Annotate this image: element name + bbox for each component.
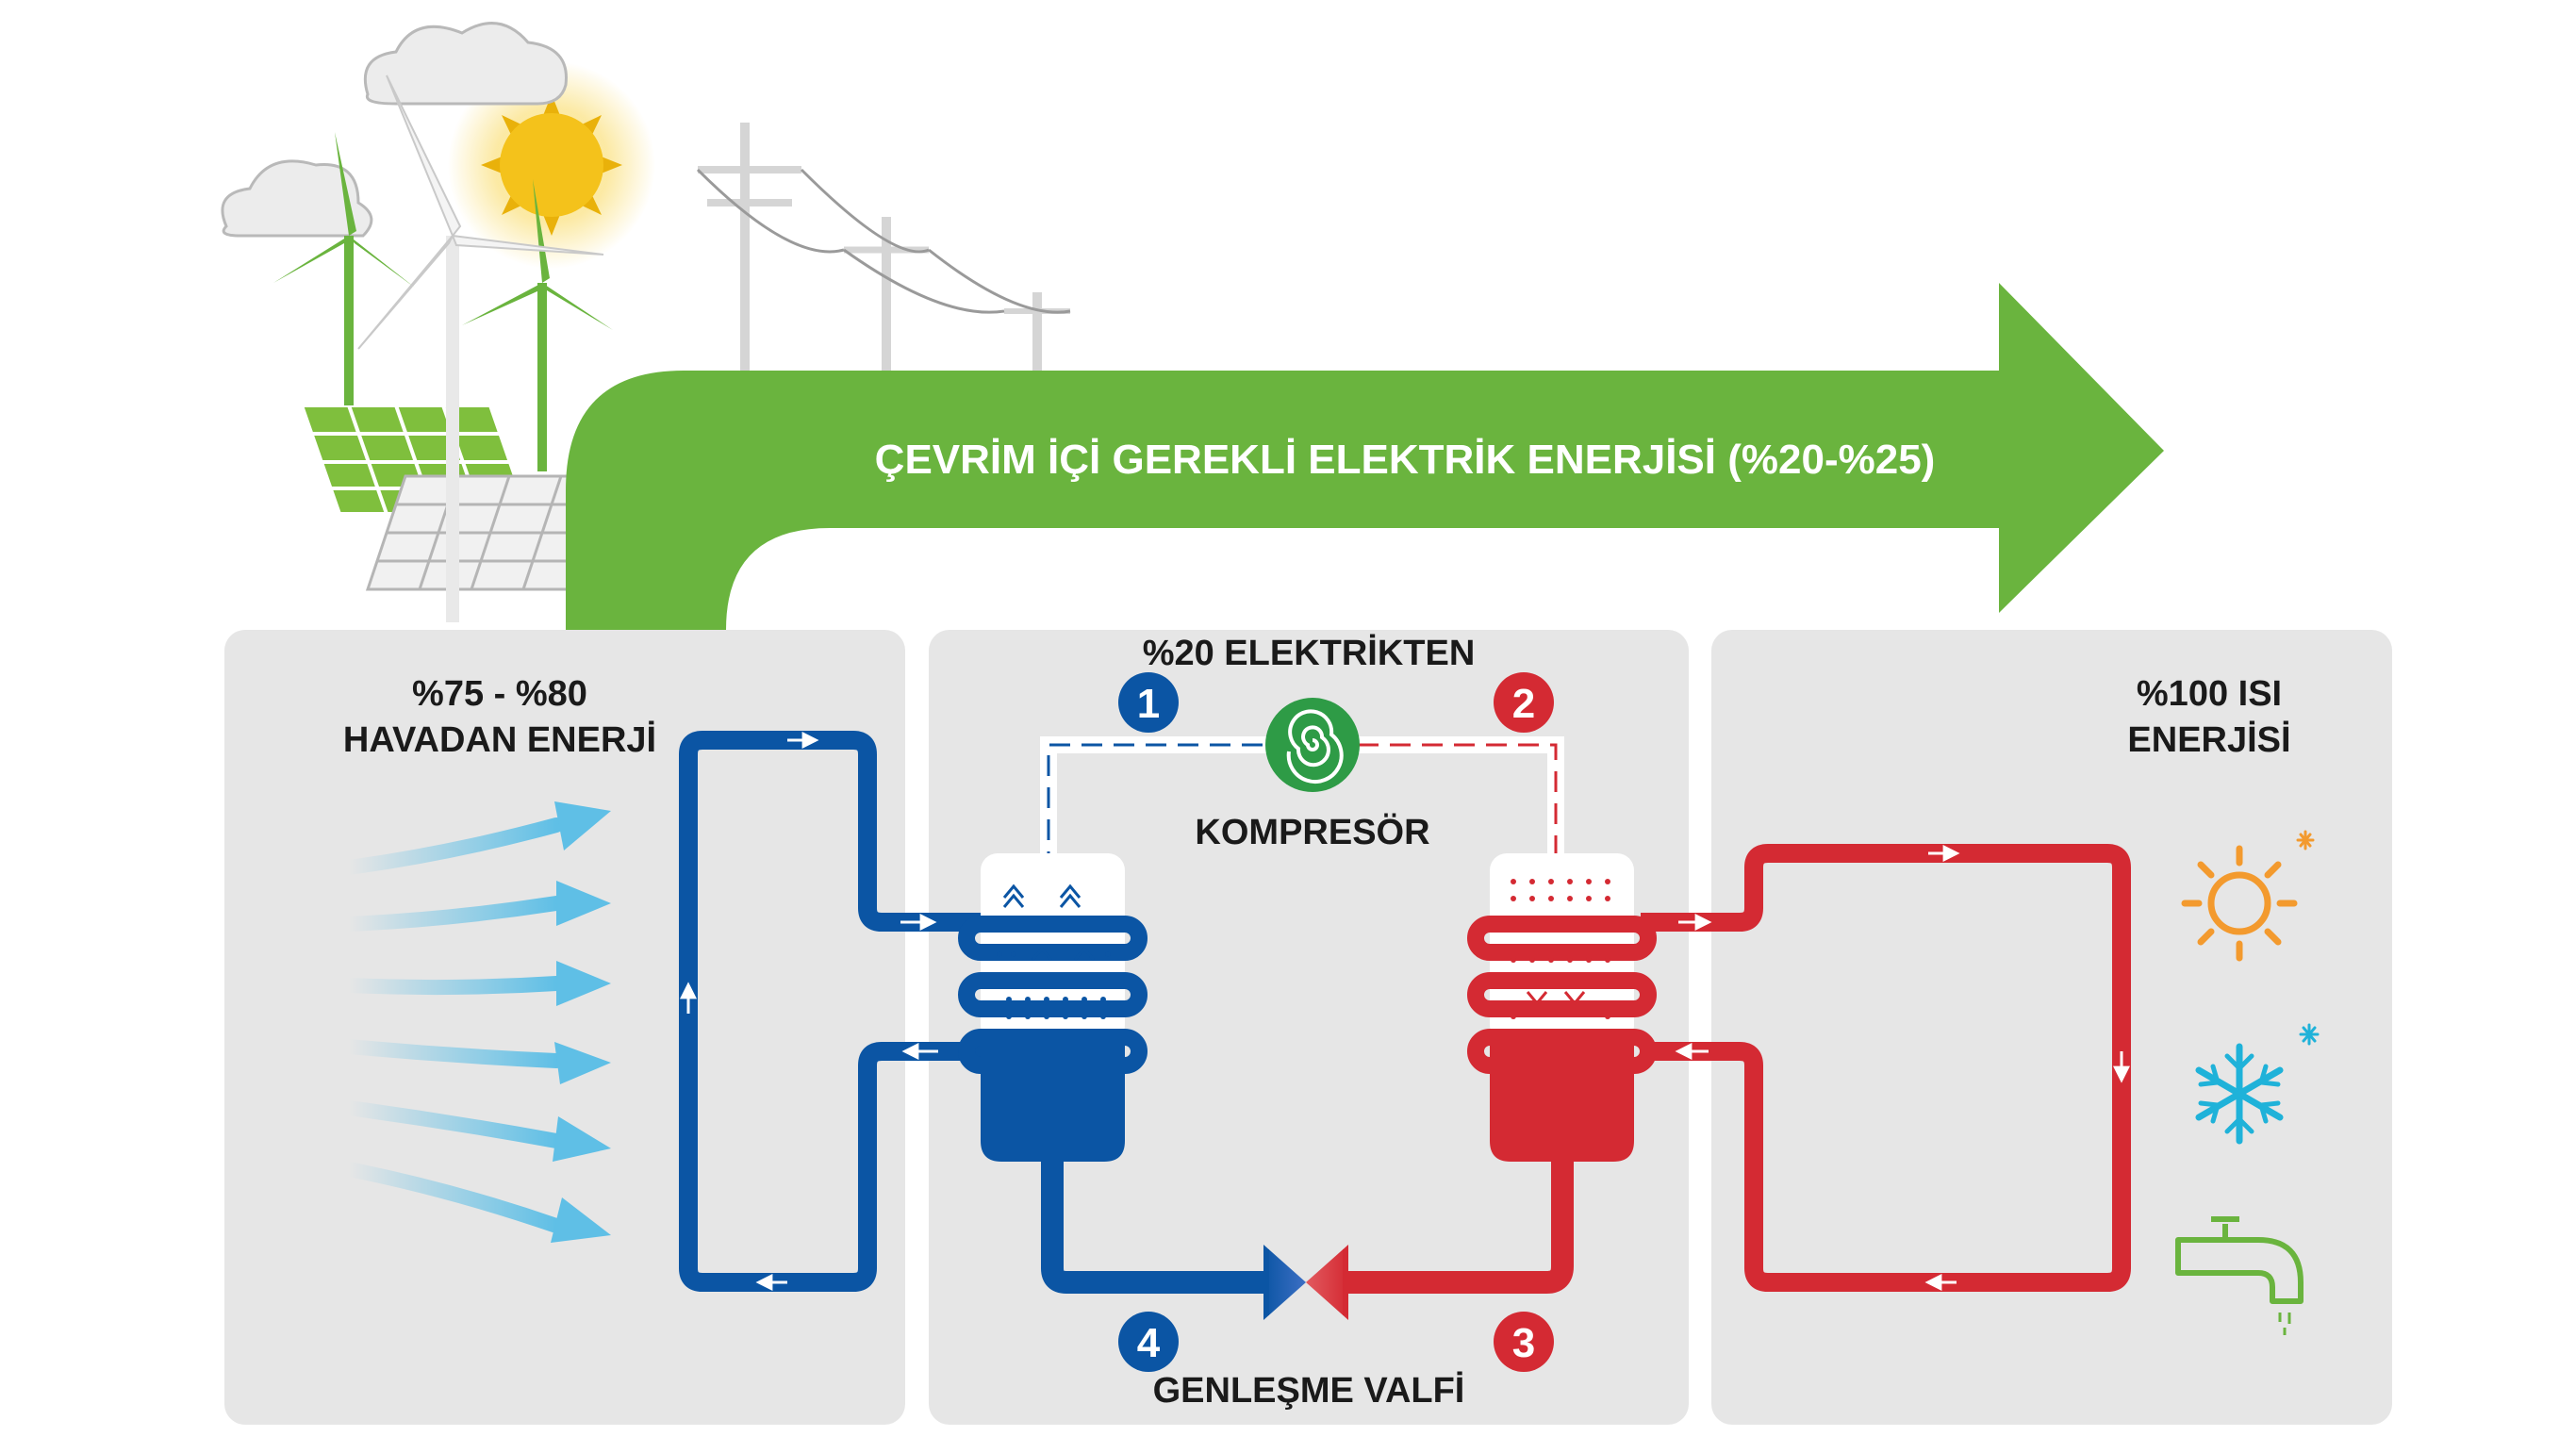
air-energy-label: HAVADAN ENERJİ xyxy=(343,720,656,760)
air-source-panel xyxy=(224,630,905,1425)
air-arrowheads xyxy=(551,801,611,1243)
expansion-valve-label: GENLEŞME VALFİ xyxy=(1153,1371,1465,1411)
step-badge-3: 3 xyxy=(1494,1312,1554,1372)
svg-text:2: 2 xyxy=(1512,681,1535,727)
faucet-icon xyxy=(2175,1216,2304,1335)
svg-text:1: 1 xyxy=(1137,681,1160,727)
sun-icon xyxy=(2181,830,2315,962)
compressor-label: KOMPRESÖR xyxy=(1195,812,1429,852)
condenser-unit xyxy=(1467,853,1657,1162)
snowflake-icon xyxy=(2195,1023,2320,1145)
heat-energy-percentage: %100 ISI xyxy=(2137,674,2282,714)
electric-energy-banner: ÇEVRİM İÇİ GEREKLİ ELEKTRİK ENERJİSİ (%2… xyxy=(566,283,2164,630)
heat-output-panel xyxy=(1711,630,2392,1425)
wind-turbine-illustration xyxy=(273,74,613,622)
air-energy-percentage: %75 - %80 xyxy=(412,674,587,714)
cloud-illustration xyxy=(221,22,568,238)
incoming-air-arrows xyxy=(341,817,564,1233)
expansion-valve-icon xyxy=(1263,1245,1348,1320)
banner-text: ÇEVRİM İÇİ GEREKLİ ELEKTRİK ENERJİSİ (%2… xyxy=(875,437,1936,483)
evaporator-flow-arrows xyxy=(680,732,938,1291)
step-badge-1: 1 xyxy=(1118,672,1179,733)
refrigerant-lines xyxy=(1040,736,1564,872)
liquid-lines xyxy=(1041,1160,1574,1294)
svg-text:4: 4 xyxy=(1137,1320,1161,1366)
heat-energy-label: ENERJİSİ xyxy=(2127,720,2290,760)
condenser-flow-arrows xyxy=(1675,845,2130,1291)
step-badge-2: 2 xyxy=(1494,672,1554,733)
power-lines-illustration xyxy=(696,123,1071,372)
renewable-energy-illustration xyxy=(221,22,1071,622)
evaporator-unit xyxy=(958,853,1148,1162)
electric-percentage-label: %20 ELEKTRİKTEN xyxy=(1143,634,1476,673)
step-badge-4: 4 xyxy=(1118,1312,1179,1372)
refrigerant-cycle-panel xyxy=(929,630,1689,1425)
sun-illustration xyxy=(448,61,655,269)
svg-text:3: 3 xyxy=(1512,1320,1535,1366)
compressor-icon xyxy=(1265,698,1360,792)
